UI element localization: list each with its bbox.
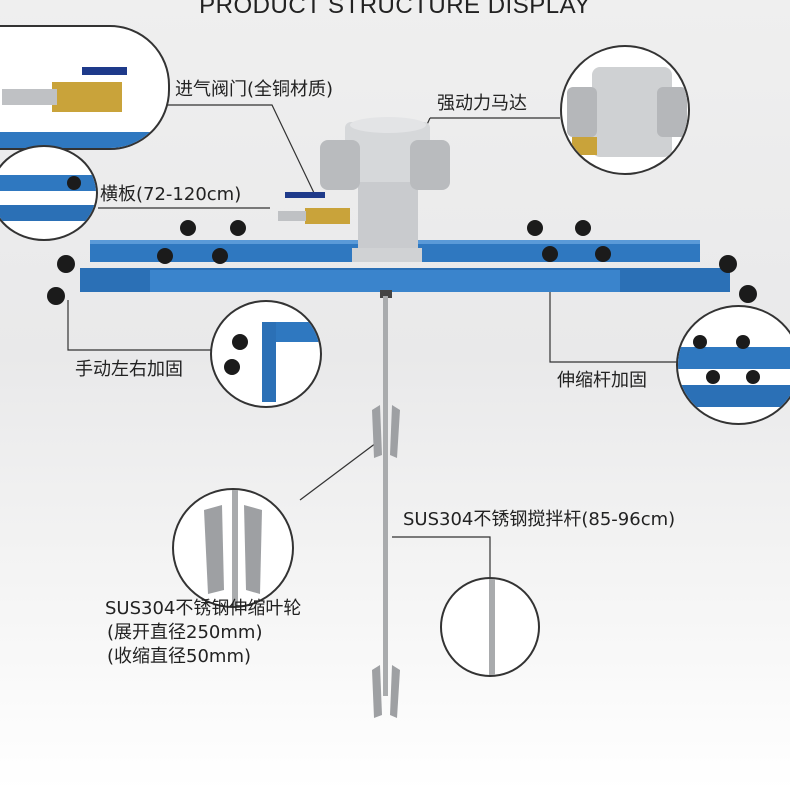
motor-label: 强动力马达 bbox=[437, 93, 527, 114]
motor-detail-circle bbox=[560, 45, 690, 175]
motor bbox=[320, 117, 450, 262]
knobs bbox=[47, 220, 757, 305]
valve bbox=[278, 192, 350, 224]
valve-label: 进气阀门(全铜材质) bbox=[175, 79, 334, 100]
page-title: PRODUCT STRUCTURE DISPLAY bbox=[199, 0, 591, 19]
rod-fix-detail-circle bbox=[676, 305, 790, 425]
impeller-label-1: SUS304不锈钢伸缩叶轮 bbox=[105, 598, 302, 619]
manual-fix-detail-circle bbox=[210, 300, 322, 408]
crossbar-detail-circle bbox=[0, 145, 98, 241]
crossbar-label: 横板(72-120cm) bbox=[100, 184, 242, 205]
shaft bbox=[372, 290, 400, 718]
valve-detail-circle bbox=[0, 25, 170, 150]
shaft-label: SUS304不锈钢搅拌杆(85-96cm) bbox=[403, 509, 676, 530]
shaft-detail-circle bbox=[440, 577, 540, 677]
impeller-label-3: (收缩直径50mm) bbox=[107, 646, 252, 667]
leader-lines bbox=[67, 104, 680, 578]
manual-fix-label: 手动左右加固 bbox=[75, 359, 183, 380]
rod-fix-label: 伸缩杆加固 bbox=[557, 370, 647, 391]
impeller-label-2: (展开直径250mm) bbox=[107, 622, 263, 643]
impeller-detail-circle bbox=[172, 488, 294, 608]
